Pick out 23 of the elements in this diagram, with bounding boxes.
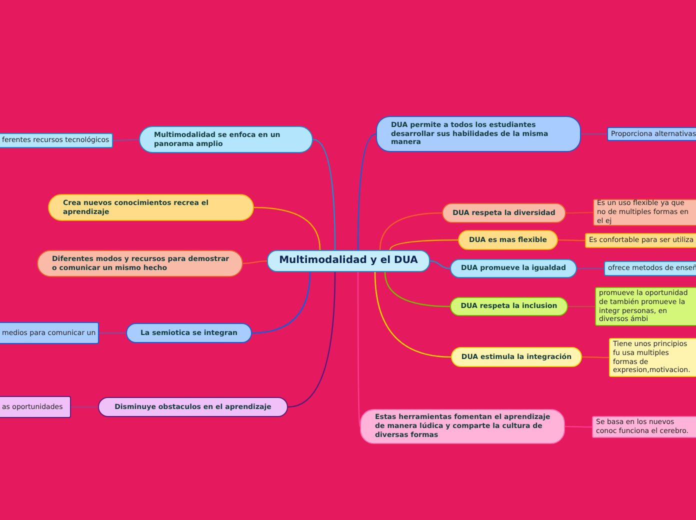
connector-line	[312, 138, 336, 250]
connector-line	[357, 133, 376, 250]
connector-line	[99, 332, 126, 334]
connector-line	[288, 272, 336, 408]
connector-line	[577, 268, 604, 270]
connector-line	[430, 260, 450, 270]
connector-line	[71, 406, 98, 408]
connector-line	[389, 239, 458, 250]
connector-line	[384, 272, 450, 308]
connector-line	[379, 212, 442, 250]
connector-line	[357, 272, 361, 427]
connector-line	[565, 426, 592, 428]
connector-line	[252, 272, 311, 334]
central-topic: Multimodalidad y el DUA	[267, 250, 430, 272]
connector-line	[558, 239, 585, 242]
connector-line	[242, 260, 268, 264]
connector-line	[581, 133, 607, 135]
connector-line	[113, 138, 139, 142]
connector-line	[568, 306, 595, 308]
connector-line	[374, 272, 452, 358]
connector-line	[566, 212, 593, 214]
connector-line	[254, 206, 321, 250]
connector-line	[582, 356, 609, 358]
